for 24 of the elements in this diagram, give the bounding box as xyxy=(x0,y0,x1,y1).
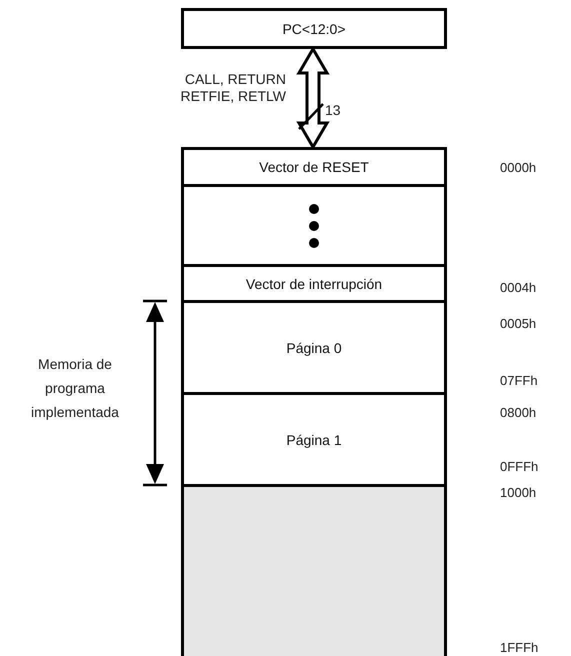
memory-block xyxy=(181,147,447,187)
bus-arrow xyxy=(296,46,330,150)
block-label: Página 0 xyxy=(286,340,342,356)
register-box xyxy=(181,8,447,49)
dimension-label: Memoria de programa implementada xyxy=(30,355,120,422)
memory-block xyxy=(181,264,447,303)
address-label: 1000h xyxy=(500,485,538,501)
block-label: PC<12:0> xyxy=(282,20,346,36)
block-label: Página 1 xyxy=(286,432,342,448)
memory-block xyxy=(181,300,447,395)
address-label: 0000h xyxy=(500,160,538,176)
address-label: 07FFh xyxy=(500,373,539,389)
block-label: Vector de interrupción xyxy=(246,276,382,292)
edge-label: CALL, RETURN RETFIE, RETLW xyxy=(179,71,286,105)
block-label: Vector de RESET xyxy=(259,159,369,175)
address-label: 1FFFh xyxy=(500,640,540,656)
address-label: 0005h xyxy=(500,316,538,332)
address-label: 0FFFh xyxy=(500,459,540,475)
address-label: 0004h xyxy=(500,280,538,296)
memory-block xyxy=(181,484,447,656)
memory-block xyxy=(181,392,447,487)
memory-block xyxy=(181,184,447,267)
bus-width-label: 13 xyxy=(325,102,342,118)
address-label: 0800h xyxy=(500,405,538,421)
